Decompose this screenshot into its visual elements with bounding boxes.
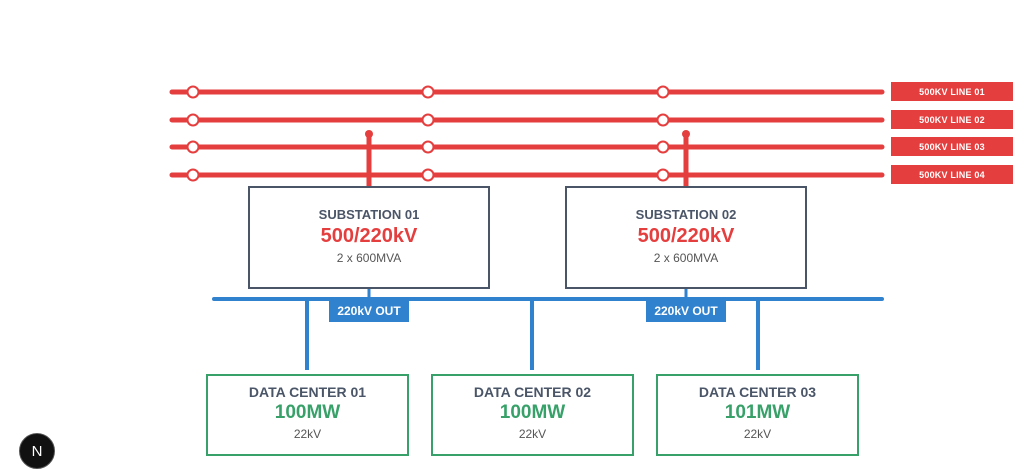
switch-node [656,168,670,182]
data-center-voltage: 22kV [518,427,547,441]
substation-02-tap [682,130,690,138]
substation-capacity: 2 x 600MVA [653,251,719,265]
line-label-01: 500KV LINE 01 [891,82,1013,101]
substation-name: SUBSTATION 02 [635,207,737,222]
switch-node [421,85,435,99]
substation-rating: 500/220kV [637,225,735,247]
data-center-03-box: DATA CENTER 03 101MW 22kV [656,374,859,456]
substation-01-box: SUBSTATION 01 500/220kV 2 x 600MVA [248,186,490,289]
substation-02-output-label: 220kV OUT [646,300,726,322]
switch-node [186,113,200,127]
data-center-name: DATA CENTER 01 [248,384,367,400]
substation-name: SUBSTATION 01 [318,207,420,222]
switch-nodes [186,85,670,182]
switch-node [421,140,435,154]
n-logo-badge[interactable]: N [19,433,55,469]
substation-capacity: 2 x 600MVA [336,251,402,265]
line-label-03: 500KV LINE 03 [891,137,1013,156]
data-center-name: DATA CENTER 02 [473,384,592,400]
busbars-500kv [169,89,885,178]
switch-node [186,85,200,99]
switch-node [186,140,200,154]
switch-node [421,168,435,182]
substation-01-output-label: 220kV OUT [329,300,409,322]
line-label-04: 500KV LINE 04 [891,165,1013,184]
switch-node [656,113,670,127]
switch-node [656,140,670,154]
data-center-01-box: DATA CENTER 01 100MW 22kV [206,374,409,456]
data-center-voltage: 22kV [293,427,322,441]
data-center-power: 100MW [499,402,566,423]
line-label-02: 500KV LINE 02 [891,110,1013,129]
data-center-voltage: 22kV [743,427,772,441]
substation-rating: 500/220kV [320,225,418,247]
data-center-power: 100MW [274,402,341,423]
data-center-power: 101MW [724,402,791,423]
switch-node [656,85,670,99]
switch-node [186,168,200,182]
switch-node [421,113,435,127]
substation-02-box: SUBSTATION 02 500/220kV 2 x 600MVA [565,186,807,289]
substation-01-tap [365,130,373,138]
data-center-name: DATA CENTER 03 [698,384,817,400]
data-center-02-box: DATA CENTER 02 100MW 22kV [431,374,634,456]
